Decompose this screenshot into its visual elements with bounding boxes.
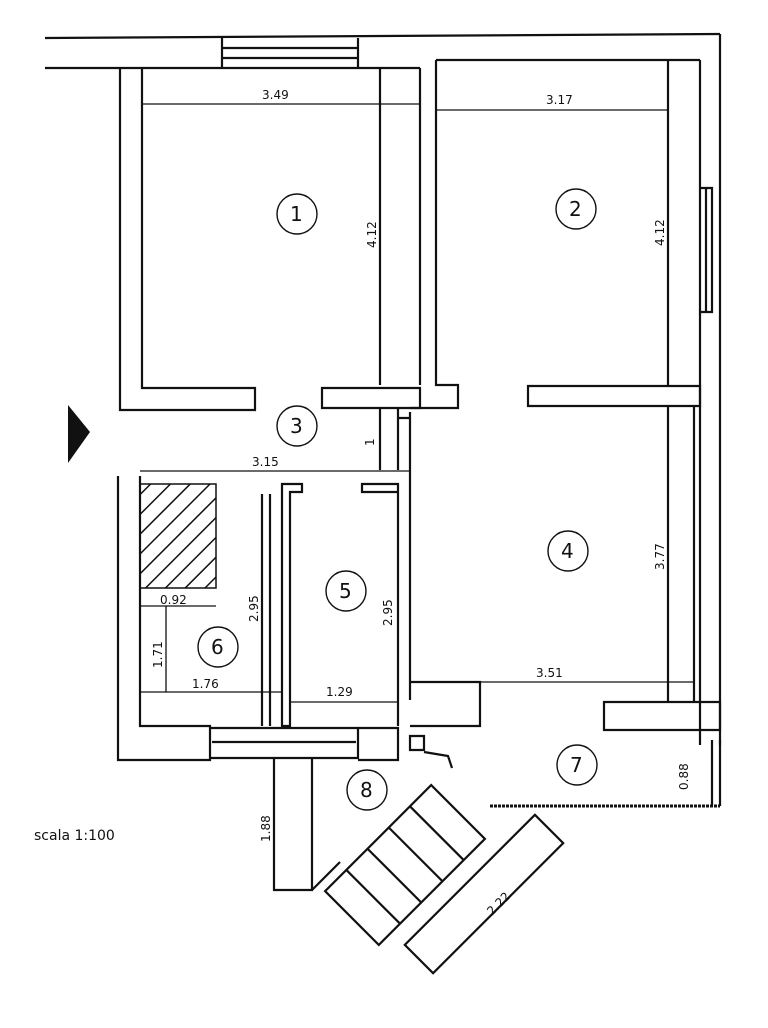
dim-r6-sub-height: 1.71 [151, 641, 165, 668]
room5-right-wall [360, 482, 400, 726]
room-label-5: 5 [339, 579, 352, 603]
dim-r6-height: 2.95 [247, 595, 261, 622]
room7-right-wall [710, 740, 722, 806]
shower-hatch [139, 483, 217, 589]
room-label-circle-1 [276, 193, 318, 235]
scale-label: scala 1:100 [34, 828, 115, 844]
dim-r1-height: 4.12 [365, 221, 379, 248]
room6-outer-wall [116, 476, 212, 762]
dim-r1-width: 3.49 [262, 88, 289, 102]
room4-bottom-right [602, 700, 722, 732]
door-swing [408, 734, 454, 769]
room6-inner-right [260, 494, 272, 726]
room-label-1: 1 [290, 202, 303, 226]
dim-r5-width: 1.29 [326, 685, 353, 699]
outer-walls [44, 32, 722, 745]
room-8-stairs: 1.88 8 2.22 [259, 758, 565, 975]
top-window [220, 38, 360, 68]
dim-hall-width: 3.15 [252, 455, 279, 469]
dim-r6-width: 1.76 [192, 677, 219, 691]
room-label-4: 4 [561, 539, 574, 563]
bottom-wall-right [358, 726, 400, 762]
stair-tread-1 [345, 869, 401, 925]
dim-r2-height: 4.12 [653, 219, 667, 246]
stair-landing [403, 813, 565, 975]
room1-bottom-right [320, 386, 422, 410]
bottom-window [210, 726, 360, 760]
dim-r5-height: 2.95 [381, 599, 395, 626]
top-wall-line [44, 32, 721, 40]
room-label-circle-8 [346, 769, 388, 811]
dim-shower-width: 0.92 [160, 593, 187, 607]
room-label-6: 6 [211, 635, 224, 659]
room4-right-wall [666, 406, 696, 702]
room-label-3: 3 [290, 414, 303, 438]
dim-stair-length: 2.22 [484, 889, 513, 918]
dim-r2-width: 3.17 [546, 93, 573, 107]
room-label-2: 2 [569, 197, 582, 221]
room-1: 3.49 4.12 1 [142, 68, 422, 410]
room1-right-wall [378, 68, 422, 385]
stair-tread-4 [409, 805, 465, 861]
dim-r8-left: 1.88 [259, 815, 273, 842]
room-label-circle-3 [276, 405, 318, 447]
room-label-circle-6 [197, 626, 239, 668]
room-2: 3.17 4.12 2 [410, 58, 702, 410]
room4-bottom-left [410, 680, 482, 728]
entrance-arrow-icon [68, 405, 90, 463]
dim-r4-width: 3.51 [536, 666, 563, 680]
room-5: 1.29 2.95 5 [280, 482, 400, 728]
room-label-circle-4 [547, 530, 589, 572]
hall-door-frame [378, 408, 412, 470]
room-7: 0.88 7 [490, 740, 722, 808]
room2-left-wall [410, 58, 700, 410]
stair-block [323, 783, 487, 947]
room-3-hallway: 3 1 3.15 [68, 405, 412, 472]
left-wall-upper [118, 68, 257, 412]
stair-outline [323, 783, 487, 947]
room-6: 0.92 1.71 1.76 2.95 6 [116, 476, 282, 762]
room8-left-wall [272, 758, 341, 892]
dim-r4-height: 3.77 [653, 543, 667, 570]
right-outer-wall [698, 34, 722, 745]
dim-r7-height: 0.88 [677, 763, 691, 790]
room5-left-wall [280, 482, 304, 728]
bottom-walls [210, 726, 454, 769]
room-label-circle-2 [555, 188, 597, 230]
dim-hall-gap: 1 [363, 438, 377, 446]
room-label-circle-5 [325, 570, 367, 612]
room2-bottom [526, 384, 702, 408]
stair-tread-2 [366, 847, 423, 904]
landing-outline [403, 813, 565, 975]
right-window [700, 186, 714, 314]
stair-tread-3 [387, 826, 444, 883]
room-label-7: 7 [570, 753, 583, 777]
room-label-8: 8 [360, 778, 373, 802]
room-label-circle-7 [556, 744, 598, 786]
room-4: 3.51 3.77 4 [408, 406, 722, 732]
